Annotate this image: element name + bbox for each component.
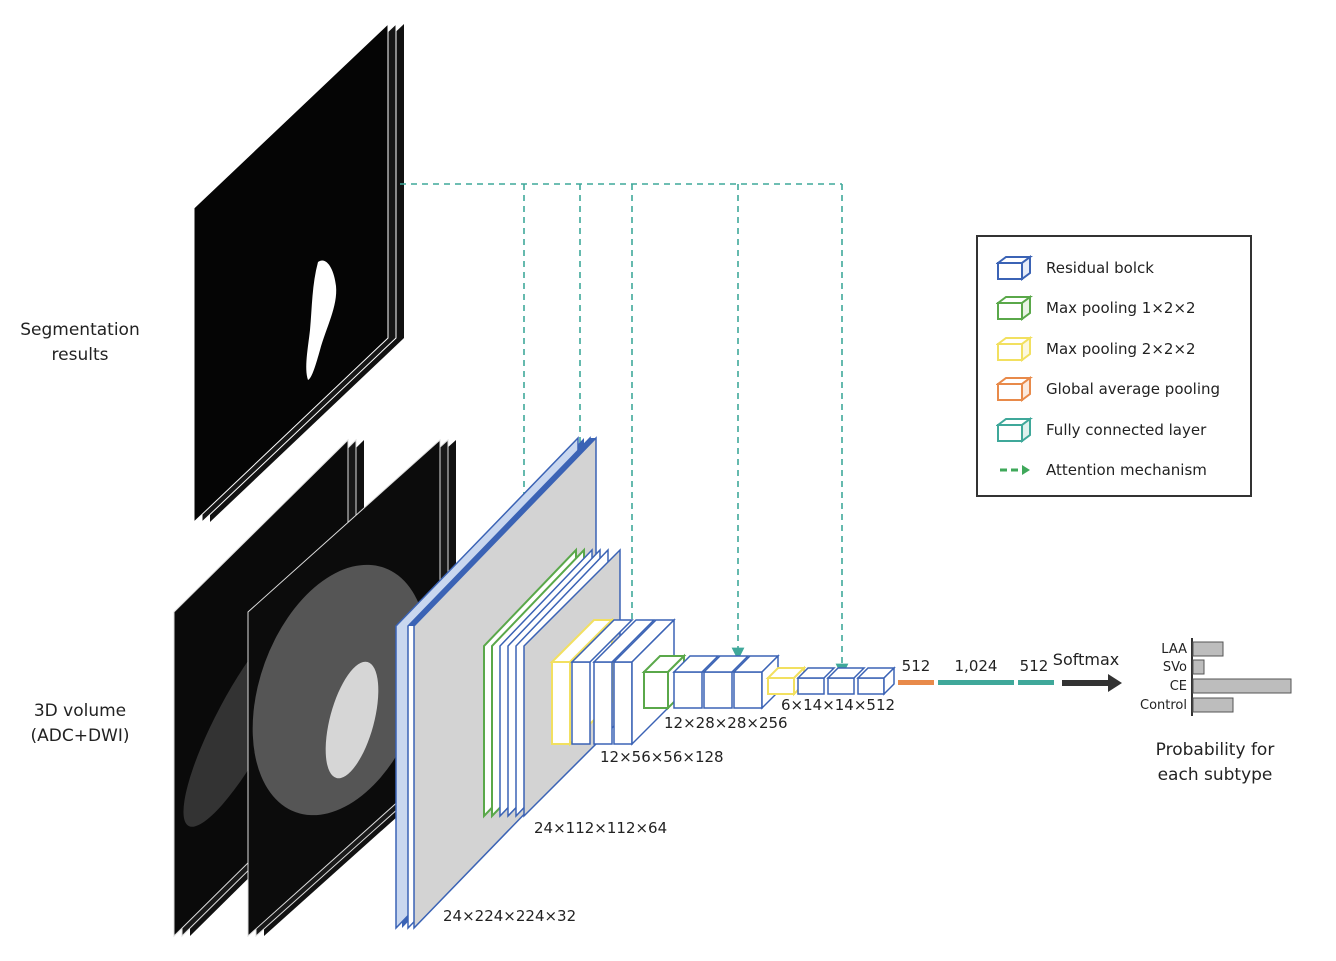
dimension-label-2: 24×112×112×64	[534, 819, 667, 837]
legend-item-maxpool-2x2x2: Max pooling 2×2×2	[996, 334, 1196, 364]
bar-ce	[1192, 678, 1292, 694]
lesion-bright-spot	[325, 661, 379, 779]
legend-label-fc: Fully connected layer	[1046, 421, 1207, 439]
dimension-label-1: 24×224×224×32	[443, 907, 576, 925]
subtype-label-laa: LAA	[1161, 642, 1187, 657]
segmentation-label: Segmentation results	[20, 320, 140, 365]
residual-block-4	[672, 654, 780, 710]
fully-connected-icon	[996, 417, 1033, 443]
dimension-label-3: 12×56×56×128	[600, 748, 724, 766]
bar-laa	[1192, 641, 1224, 657]
attention-arrow-icon	[1000, 465, 1030, 475]
fc-label-512-b: 512	[1020, 657, 1049, 675]
legend-label-gap: Global average pooling	[1046, 380, 1221, 398]
legend-item-maxpool-1x2x2: Max pooling 1×2×2	[996, 293, 1196, 323]
legend-item-fc: Fully connected layer	[996, 415, 1206, 445]
probability-label: Probability for each subtype	[1155, 740, 1275, 785]
legend-label-maxpool-2x2x2: Max pooling 2×2×2	[1046, 340, 1196, 358]
subtype-label-control: Control	[1140, 698, 1187, 713]
fc-label-1024: 1,024	[955, 657, 998, 675]
subtype-label-ce: CE	[1170, 679, 1187, 694]
legend-label-attention: Attention mechanism	[1046, 461, 1207, 479]
softmax-arrow	[1062, 674, 1122, 692]
legend-item-residual: Residual bolck	[996, 253, 1154, 283]
legend: Residual bolck Max pooling 1×2×2 Max poo…	[976, 235, 1252, 497]
bar-svo	[1192, 659, 1205, 675]
maxpool-1x2x2-icon	[996, 295, 1033, 321]
global-average-pooling-icon	[996, 376, 1033, 402]
legend-label-residual: Residual bolck	[1046, 259, 1154, 277]
bar-control	[1192, 697, 1234, 713]
softmax-label: Softmax	[1053, 650, 1119, 669]
fc-label-512-a: 512	[902, 657, 931, 675]
dimension-label-4: 12×28×28×256	[664, 714, 788, 732]
probability-bars: LAA SVo CE Control	[1140, 638, 1292, 716]
legend-item-attention: Attention mechanism	[996, 455, 1207, 485]
maxpool-2x2x2-icon	[996, 336, 1033, 362]
residual-block-5	[796, 666, 896, 696]
legend-label-maxpool-1x2x2: Max pooling 1×2×2	[1046, 299, 1196, 317]
global-average-pooling	[898, 680, 934, 685]
mri-volume-stack	[173, 438, 456, 938]
legend-item-gap: Global average pooling	[996, 374, 1220, 404]
fully-connected-layers	[938, 680, 1054, 685]
dimension-label-5: 6×14×14×512	[781, 696, 895, 714]
volume-label: 3D volume (ADC+DWI)	[30, 701, 130, 746]
segmentation-stack	[193, 22, 404, 524]
lesion-mask	[306, 260, 337, 380]
subtype-label-svo: SVo	[1163, 660, 1187, 675]
residual-block-icon	[996, 255, 1033, 281]
attention-lines	[400, 183, 849, 677]
